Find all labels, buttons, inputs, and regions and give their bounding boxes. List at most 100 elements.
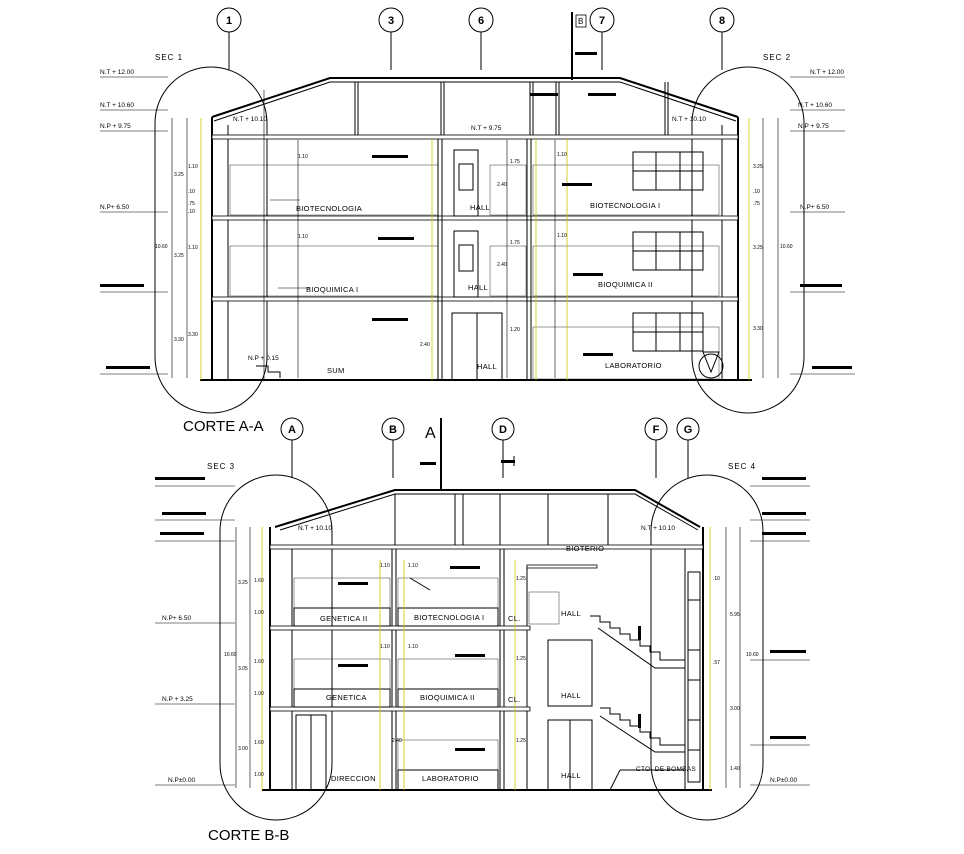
roof-level-left-aa: N.T + 10.10 <box>233 116 267 123</box>
svg-text:N.P+ 6.50: N.P+ 6.50 <box>100 204 129 211</box>
svg-text:1.10: 1.10 <box>380 644 390 650</box>
room-hall-bb-1: HALL <box>561 609 581 618</box>
svg-text:3.00: 3.00 <box>238 746 248 752</box>
svg-text:1.00: 1.00 <box>254 691 264 697</box>
room-sum: SUM <box>327 366 345 375</box>
svg-text:1.25: 1.25 <box>516 576 526 582</box>
axis-7-label: 7 <box>599 15 605 27</box>
axis-b-label: B <box>389 424 397 436</box>
room-hall-1: HALL <box>470 203 490 212</box>
leaders-bb <box>338 566 641 751</box>
svg-text:2.40: 2.40 <box>497 262 507 268</box>
svg-text:3.30: 3.30 <box>188 332 198 338</box>
floor-level-aa: N.P + 0.15 <box>248 355 279 362</box>
svg-text:1.10: 1.10 <box>557 233 567 239</box>
roof-level-right-aa: N.T + 10.10 <box>672 116 706 123</box>
axis-bubbles-bb: A B D F G A <box>280 417 700 490</box>
total-height-aa-left: 10.60 <box>155 244 168 250</box>
svg-text:1.25: 1.25 <box>516 656 526 662</box>
dims-right-bb: 5.95 3.00 .10 .57 1.40 <box>713 576 740 772</box>
levels-right-bb: N.P±0.00 <box>750 477 810 786</box>
svg-text:1.10: 1.10 <box>298 234 308 240</box>
room-laboratorio-aa: LABORATORIO <box>605 361 662 370</box>
section-aa: 1 3 6 7 8 B SEC 1 SEC 2 N.T + 1 <box>100 7 855 435</box>
svg-text:3.05: 3.05 <box>238 666 248 672</box>
svg-text:1.40: 1.40 <box>730 766 740 772</box>
room-hall-3: HALL <box>477 362 497 371</box>
axis-bubbles-aa: 1 3 6 7 8 B <box>216 7 735 80</box>
sec-4-label: SEC 4 <box>728 462 756 471</box>
room-bioquimica-ii-bb: BIOQUIMICA II <box>420 693 475 702</box>
svg-text:3.25: 3.25 <box>753 164 763 170</box>
svg-text:2.40: 2.40 <box>392 738 402 744</box>
sector-4-oval <box>650 474 764 821</box>
room-biotecnologia-i: BIOTECNOLOGIA I <box>590 201 660 210</box>
svg-text:1.10: 1.10 <box>557 152 567 158</box>
building-aa <box>171 77 779 381</box>
svg-text:1.25: 1.25 <box>516 738 526 744</box>
svg-text:.75: .75 <box>753 201 760 207</box>
sec-1-label: SEC 1 <box>155 53 183 62</box>
svg-text:1.00: 1.00 <box>254 610 264 616</box>
axis-1-label: 1 <box>226 15 232 27</box>
leaders-aa <box>263 52 616 380</box>
svg-text:1.75: 1.75 <box>510 159 520 165</box>
room-biotecnologia-i-bb: BIOTECNOLOGIA I <box>414 613 484 622</box>
svg-text:B: B <box>578 17 583 26</box>
room-direccion: DIRECCION <box>331 774 376 783</box>
axis-6-label: 6 <box>478 15 484 27</box>
svg-text:3.30: 3.30 <box>753 326 763 332</box>
svg-text:.10: .10 <box>713 576 720 582</box>
svg-text:N.P+ 6.50: N.P+ 6.50 <box>162 615 191 622</box>
room-cto-bombas: CTO. DE BOMBAS <box>636 766 696 773</box>
sector-1-oval <box>154 66 268 414</box>
cut-mark-a: A <box>425 425 436 442</box>
room-biotecnologia: BIOTECNOLOGIA <box>296 204 362 213</box>
room-bioquimica-ii: BIOQUIMICA II <box>598 280 653 289</box>
svg-text:1.10: 1.10 <box>408 644 418 650</box>
svg-text:.75: .75 <box>188 201 195 207</box>
svg-text:1.00: 1.00 <box>254 772 264 778</box>
room-hall-bb-2: HALL <box>561 691 581 700</box>
dims-mid-bb: 1.10 1.10 1.10 1.25 1.25 1.25 2.40 1.10 <box>380 563 526 744</box>
room-hall-bb-3: HALL <box>561 771 581 780</box>
room-bioquimica-i: BIOQUIMICA I <box>306 285 358 294</box>
sector-3-oval <box>219 474 333 821</box>
svg-text:.10: .10 <box>188 189 195 195</box>
sec-3-label: SEC 3 <box>207 462 235 471</box>
roof-level-right-bb: N.T + 10.10 <box>641 525 675 532</box>
svg-text:N.P±0.00: N.P±0.00 <box>168 777 195 784</box>
total-height-bb-right: 10.60 <box>746 652 759 658</box>
svg-text:1.60: 1.60 <box>254 659 264 665</box>
roof-level-mid-aa: N.T + 9.75 <box>471 125 502 132</box>
svg-text:N.P+ 6.50: N.P+ 6.50 <box>800 204 829 211</box>
svg-text:.57: .57 <box>713 660 720 666</box>
svg-text:1.10: 1.10 <box>188 164 198 170</box>
svg-text:N.T + 10.60: N.T + 10.60 <box>100 102 134 109</box>
sec-2-label: SEC 2 <box>763 53 791 62</box>
svg-text:N.P + 9.75: N.P + 9.75 <box>100 123 131 130</box>
total-height-aa-right: 10.60 <box>780 244 793 250</box>
svg-text:N.P + 3.25: N.P + 3.25 <box>162 696 193 703</box>
levels-left-bb: N.P+ 6.50 N.P + 3.25 N.P±0.00 <box>155 477 235 786</box>
svg-text:1.10: 1.10 <box>380 563 390 569</box>
room-cl-2: CL. <box>508 695 521 704</box>
svg-text:1.60: 1.60 <box>254 740 264 746</box>
axis-f-label: F <box>653 424 660 436</box>
svg-text:.10: .10 <box>753 189 760 195</box>
svg-text:3.25: 3.25 <box>753 245 763 251</box>
room-bioterio: BIOTERIO <box>566 544 604 553</box>
svg-text:3.25: 3.25 <box>238 580 248 586</box>
corte-aa-title: CORTE A-A <box>183 418 264 435</box>
svg-text:N.P + 9.75: N.P + 9.75 <box>798 123 829 130</box>
svg-text:N.T + 12.00: N.T + 12.00 <box>100 69 134 76</box>
dims-left-aa: 1.10 3.25 1.10 3.25 3.30 3.30 .10 .75 .1… <box>174 164 198 343</box>
room-genetica-ii: GENETICA II <box>320 614 367 623</box>
svg-text:1.10: 1.10 <box>408 563 418 569</box>
sector-2-oval <box>691 66 805 414</box>
svg-text:N.P±0.00: N.P±0.00 <box>770 777 797 784</box>
room-hall-2: HALL <box>468 283 488 292</box>
levels-right-aa: N.T + 12.00 N.T + 10.60 N.P + 9.75 N.P+ … <box>790 69 855 375</box>
corte-bb-title: CORTE B-B <box>208 827 289 844</box>
